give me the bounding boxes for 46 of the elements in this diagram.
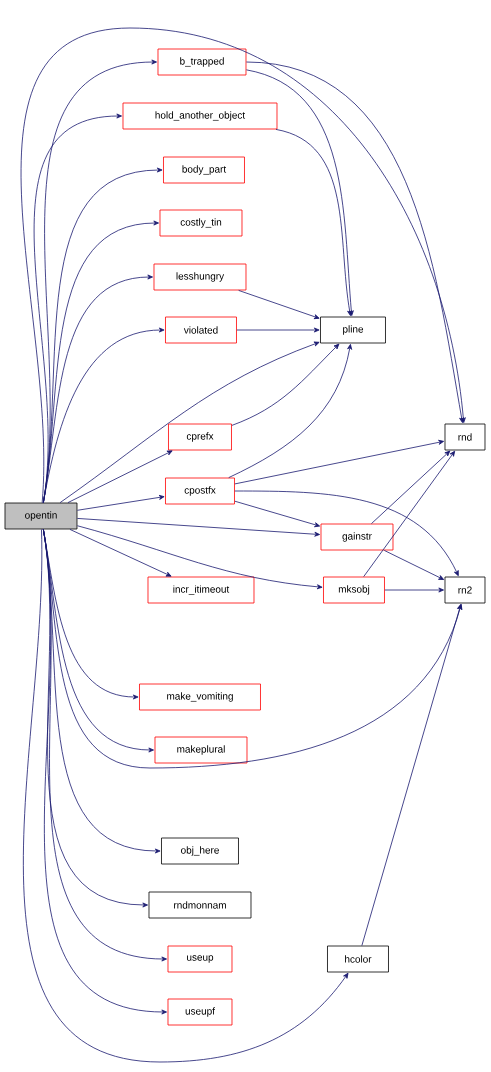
function-box: rnd bbox=[444, 423, 486, 451]
function-box: hcolor bbox=[327, 945, 389, 973]
function-box: pline bbox=[320, 316, 386, 344]
call-arrow bbox=[238, 290, 320, 320]
call-arrow bbox=[77, 494, 165, 511]
function-box: rndmonnam bbox=[148, 891, 252, 919]
function-box: lesshungry bbox=[153, 263, 247, 291]
call-arrow bbox=[77, 518, 320, 537]
call-arrow bbox=[23, 529, 349, 1063]
function-box: b_trapped bbox=[157, 48, 247, 76]
call-arrow bbox=[371, 450, 451, 524]
call-arrow bbox=[234, 500, 321, 528]
call-arrow bbox=[21, 27, 466, 503]
function-box: cprefx bbox=[168, 423, 232, 451]
function-box: useup bbox=[167, 945, 233, 973]
function-box: makeplural bbox=[154, 736, 248, 764]
function-box: obj_here bbox=[161, 837, 239, 865]
function-box: violated bbox=[165, 316, 237, 344]
call-arrow bbox=[363, 450, 456, 577]
function-box: body_part bbox=[163, 156, 245, 184]
call-arrow bbox=[67, 450, 173, 503]
function-box: hold_another_object bbox=[122, 102, 278, 130]
function-box: costly_tin bbox=[159, 209, 243, 237]
function-box: rn2 bbox=[444, 576, 486, 604]
call-arrow bbox=[246, 69, 354, 316]
function-box: gainstr bbox=[320, 523, 394, 551]
call-arrow bbox=[361, 604, 462, 946]
call-arrow bbox=[228, 344, 353, 478]
call-arrow bbox=[59, 341, 320, 503]
call-arrow bbox=[236, 327, 320, 333]
function-box: incr_itimeout bbox=[147, 576, 255, 604]
call-arrow bbox=[383, 550, 445, 580]
call-arrow bbox=[231, 343, 340, 426]
call-arrow bbox=[69, 529, 172, 577]
function-box: mksobj bbox=[323, 576, 385, 604]
function-box: cpostfx bbox=[165, 477, 235, 505]
call-arrow bbox=[246, 61, 465, 423]
call-arrow bbox=[234, 439, 444, 485]
function-box: make_vomiting bbox=[139, 683, 261, 711]
call-arrow bbox=[42, 327, 165, 503]
call-arrow bbox=[77, 525, 323, 590]
function-box: useupf bbox=[167, 998, 233, 1026]
call-arrow bbox=[384, 587, 444, 593]
function-box: opentin bbox=[4, 502, 78, 530]
call-arrow bbox=[275, 129, 353, 316]
call-arrow bbox=[234, 490, 459, 577]
